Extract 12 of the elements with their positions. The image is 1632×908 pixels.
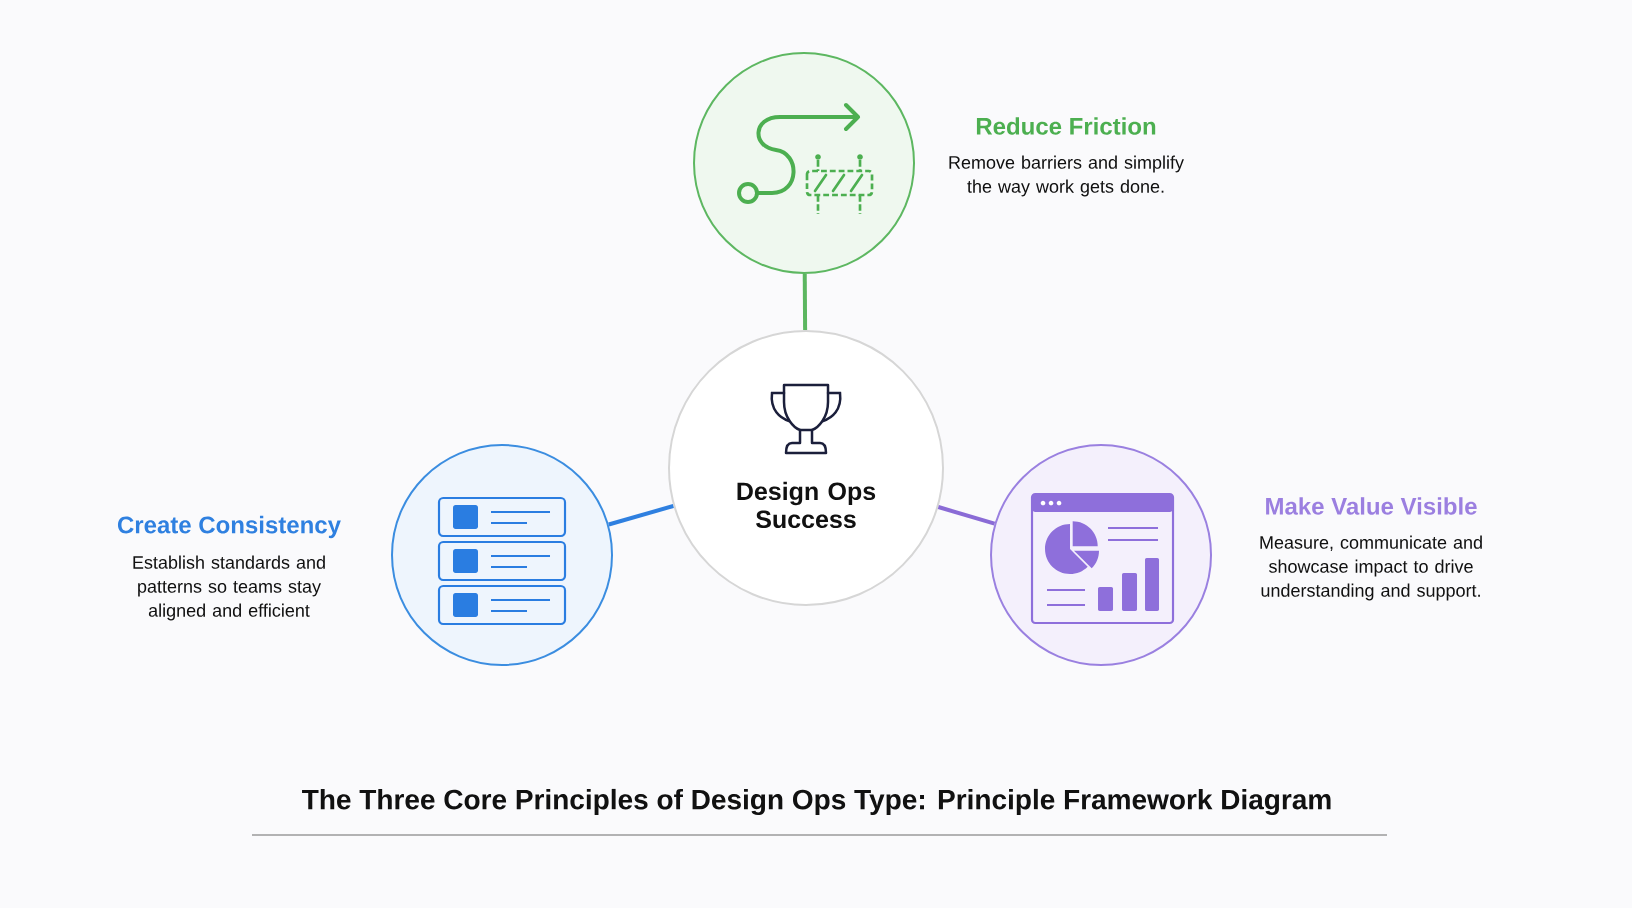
principle-heading: Create Consistency <box>117 515 341 539</box>
connector-line <box>802 274 808 331</box>
icon-circle <box>693 52 915 274</box>
principle-heading: Make Value Visible <box>1266 497 1477 515</box>
principle-heading: Reduce Friction <box>976 117 1156 135</box>
icon-circle <box>391 444 613 666</box>
description-text: Remove barriers and simplify the way work gets done. <box>949 155 1184 197</box>
connector-line <box>937 505 996 526</box>
title: The Three Core Principles of Design Ops Type: Principle Framework Diagram <box>302 788 1331 816</box>
connector-line <box>608 504 674 527</box>
description-text: Measure, communicate and showcase impact to drive understanding and support. <box>1260 535 1482 601</box>
description-text: Establish standards and patterns so teams stay aligned and efficient <box>133 555 325 621</box>
